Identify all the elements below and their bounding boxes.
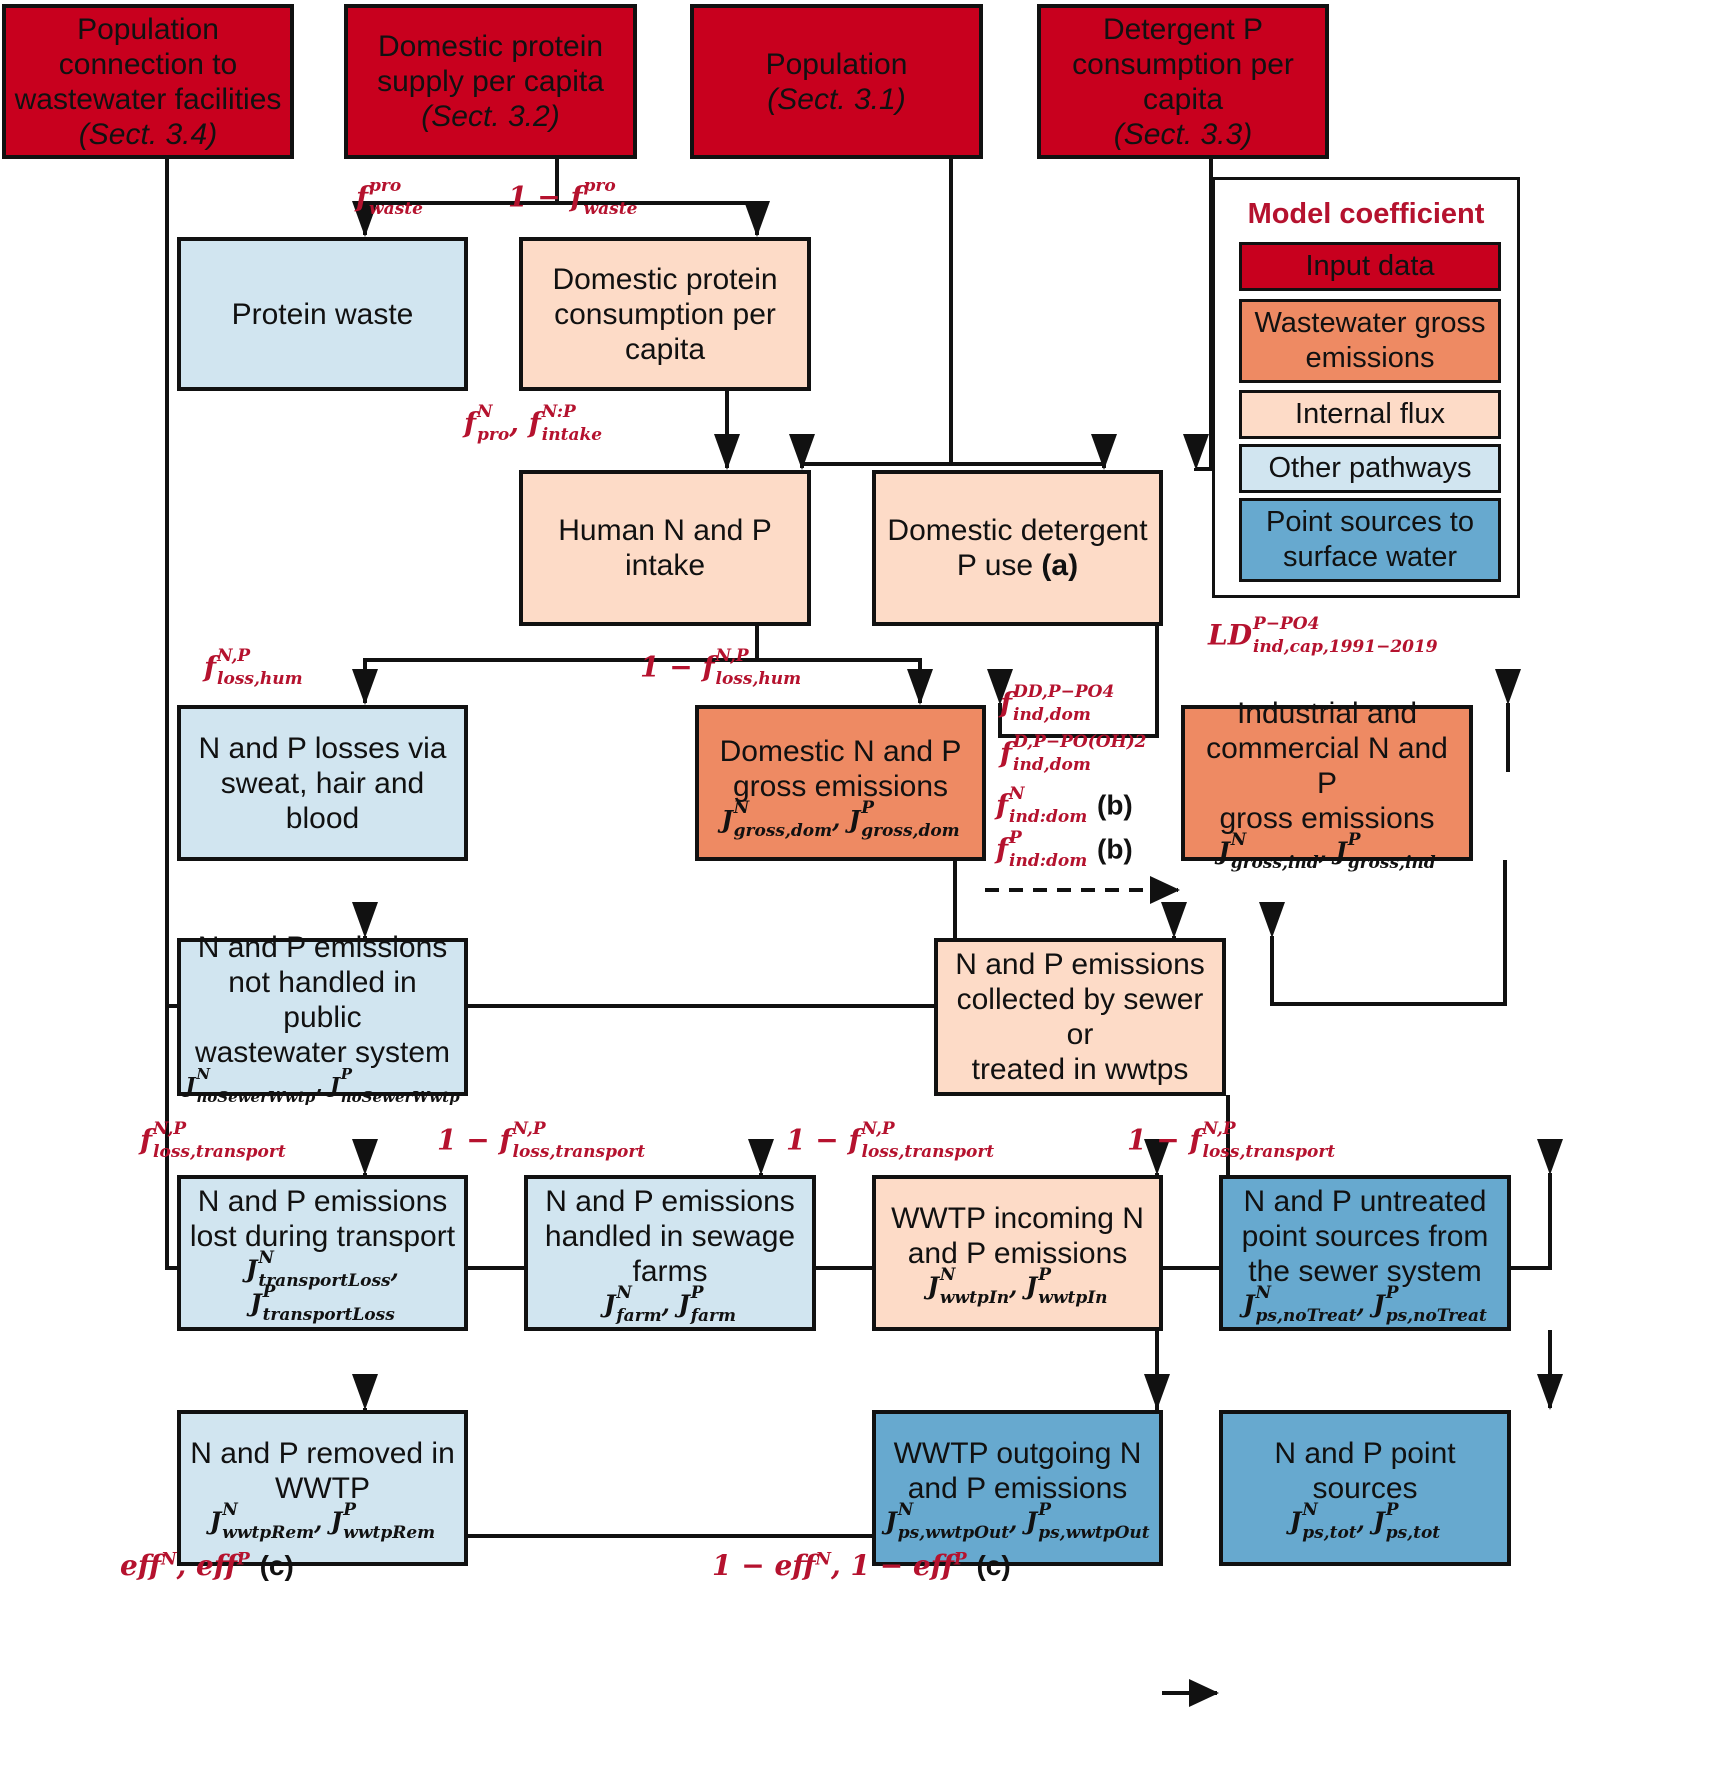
input-population: Population (Sect. 3.1) xyxy=(690,4,983,159)
box-protein-consumption: Domestic protein consumption per capita xyxy=(519,237,811,391)
box-untreated: N and P untreated point sources from the… xyxy=(1219,1175,1511,1331)
note-b: (b) xyxy=(1097,789,1133,821)
coef-one-minus-eff: 1 − effN, 1 − effP (c) xyxy=(712,1549,1011,1582)
arrowhead-down xyxy=(352,902,378,938)
input-population-connection: Population connection to wastewater faci… xyxy=(2,4,294,159)
arrowhead-down xyxy=(1495,669,1521,705)
box-not-handled: N and P emissions not handled in public … xyxy=(177,931,468,1106)
note-b: (b) xyxy=(1097,833,1133,865)
box-industrial-gross: Industrial and commercial N and P gross … xyxy=(1181,697,1473,872)
arrowhead-down xyxy=(748,1139,774,1175)
box-losses-sweat: N and P losses via sweat, hair and blood xyxy=(177,705,468,861)
arrowhead-down xyxy=(744,201,770,237)
arrowhead-down xyxy=(352,1139,378,1175)
arrowhead-down xyxy=(1537,1139,1563,1175)
box-detergent-use: Domestic detergent P use (a) xyxy=(872,470,1163,626)
box-sewage-farms: N and P emissions handled in sewage farm… xyxy=(524,1175,816,1331)
arrowhead-down xyxy=(1259,902,1285,938)
box-transport-loss: N and P emissions lost during transport … xyxy=(177,1175,468,1331)
arrowhead-right xyxy=(1150,876,1180,904)
legend-item-other: Other pathways xyxy=(1239,444,1501,493)
legend-title: Model coefficient xyxy=(1247,198,1485,230)
box-protein-waste: Protein waste xyxy=(177,237,468,391)
arrowhead-down xyxy=(352,669,378,705)
arrowhead-down xyxy=(1537,1374,1563,1410)
box-human-intake: Human N and P intake xyxy=(519,470,811,626)
note-c: (c) xyxy=(259,1550,294,1581)
coef-eff: effN, effP (c) xyxy=(120,1549,294,1582)
arrowhead-down xyxy=(1161,902,1187,938)
input-protein-supply: Domestic protein supply per capita (Sect… xyxy=(344,4,637,159)
note-c: (c) xyxy=(976,1550,1011,1581)
arrowhead-down xyxy=(1183,434,1209,470)
box-collected: N and P emissions collected by sewer or … xyxy=(934,938,1226,1096)
arrowhead-down xyxy=(1091,434,1117,470)
arrowhead-down xyxy=(1144,1139,1170,1175)
arrowhead-down xyxy=(789,434,815,470)
legend-item-gross: Wastewater gross emissions xyxy=(1239,299,1501,383)
arrowhead-down xyxy=(987,669,1013,705)
arrowhead-right xyxy=(1189,1679,1219,1707)
input-detergent-consumption: Detergent P consumption per capita (Sect… xyxy=(1037,4,1329,159)
arrowhead-down xyxy=(907,669,933,705)
arrowhead-down xyxy=(714,434,740,470)
arrowheads xyxy=(352,201,1563,1707)
legend-item-point: Point sources to surface water xyxy=(1239,498,1501,582)
legend: Model coefficient Input data Wastewater … xyxy=(1212,177,1520,598)
note-a: (a) xyxy=(1041,549,1079,582)
arrowhead-down xyxy=(352,201,378,237)
arrowhead-down xyxy=(352,1374,378,1410)
arrowhead-down xyxy=(1144,1374,1170,1410)
legend-item-internal: Internal flux xyxy=(1239,390,1501,439)
legend-item-input: Input data xyxy=(1239,242,1501,291)
